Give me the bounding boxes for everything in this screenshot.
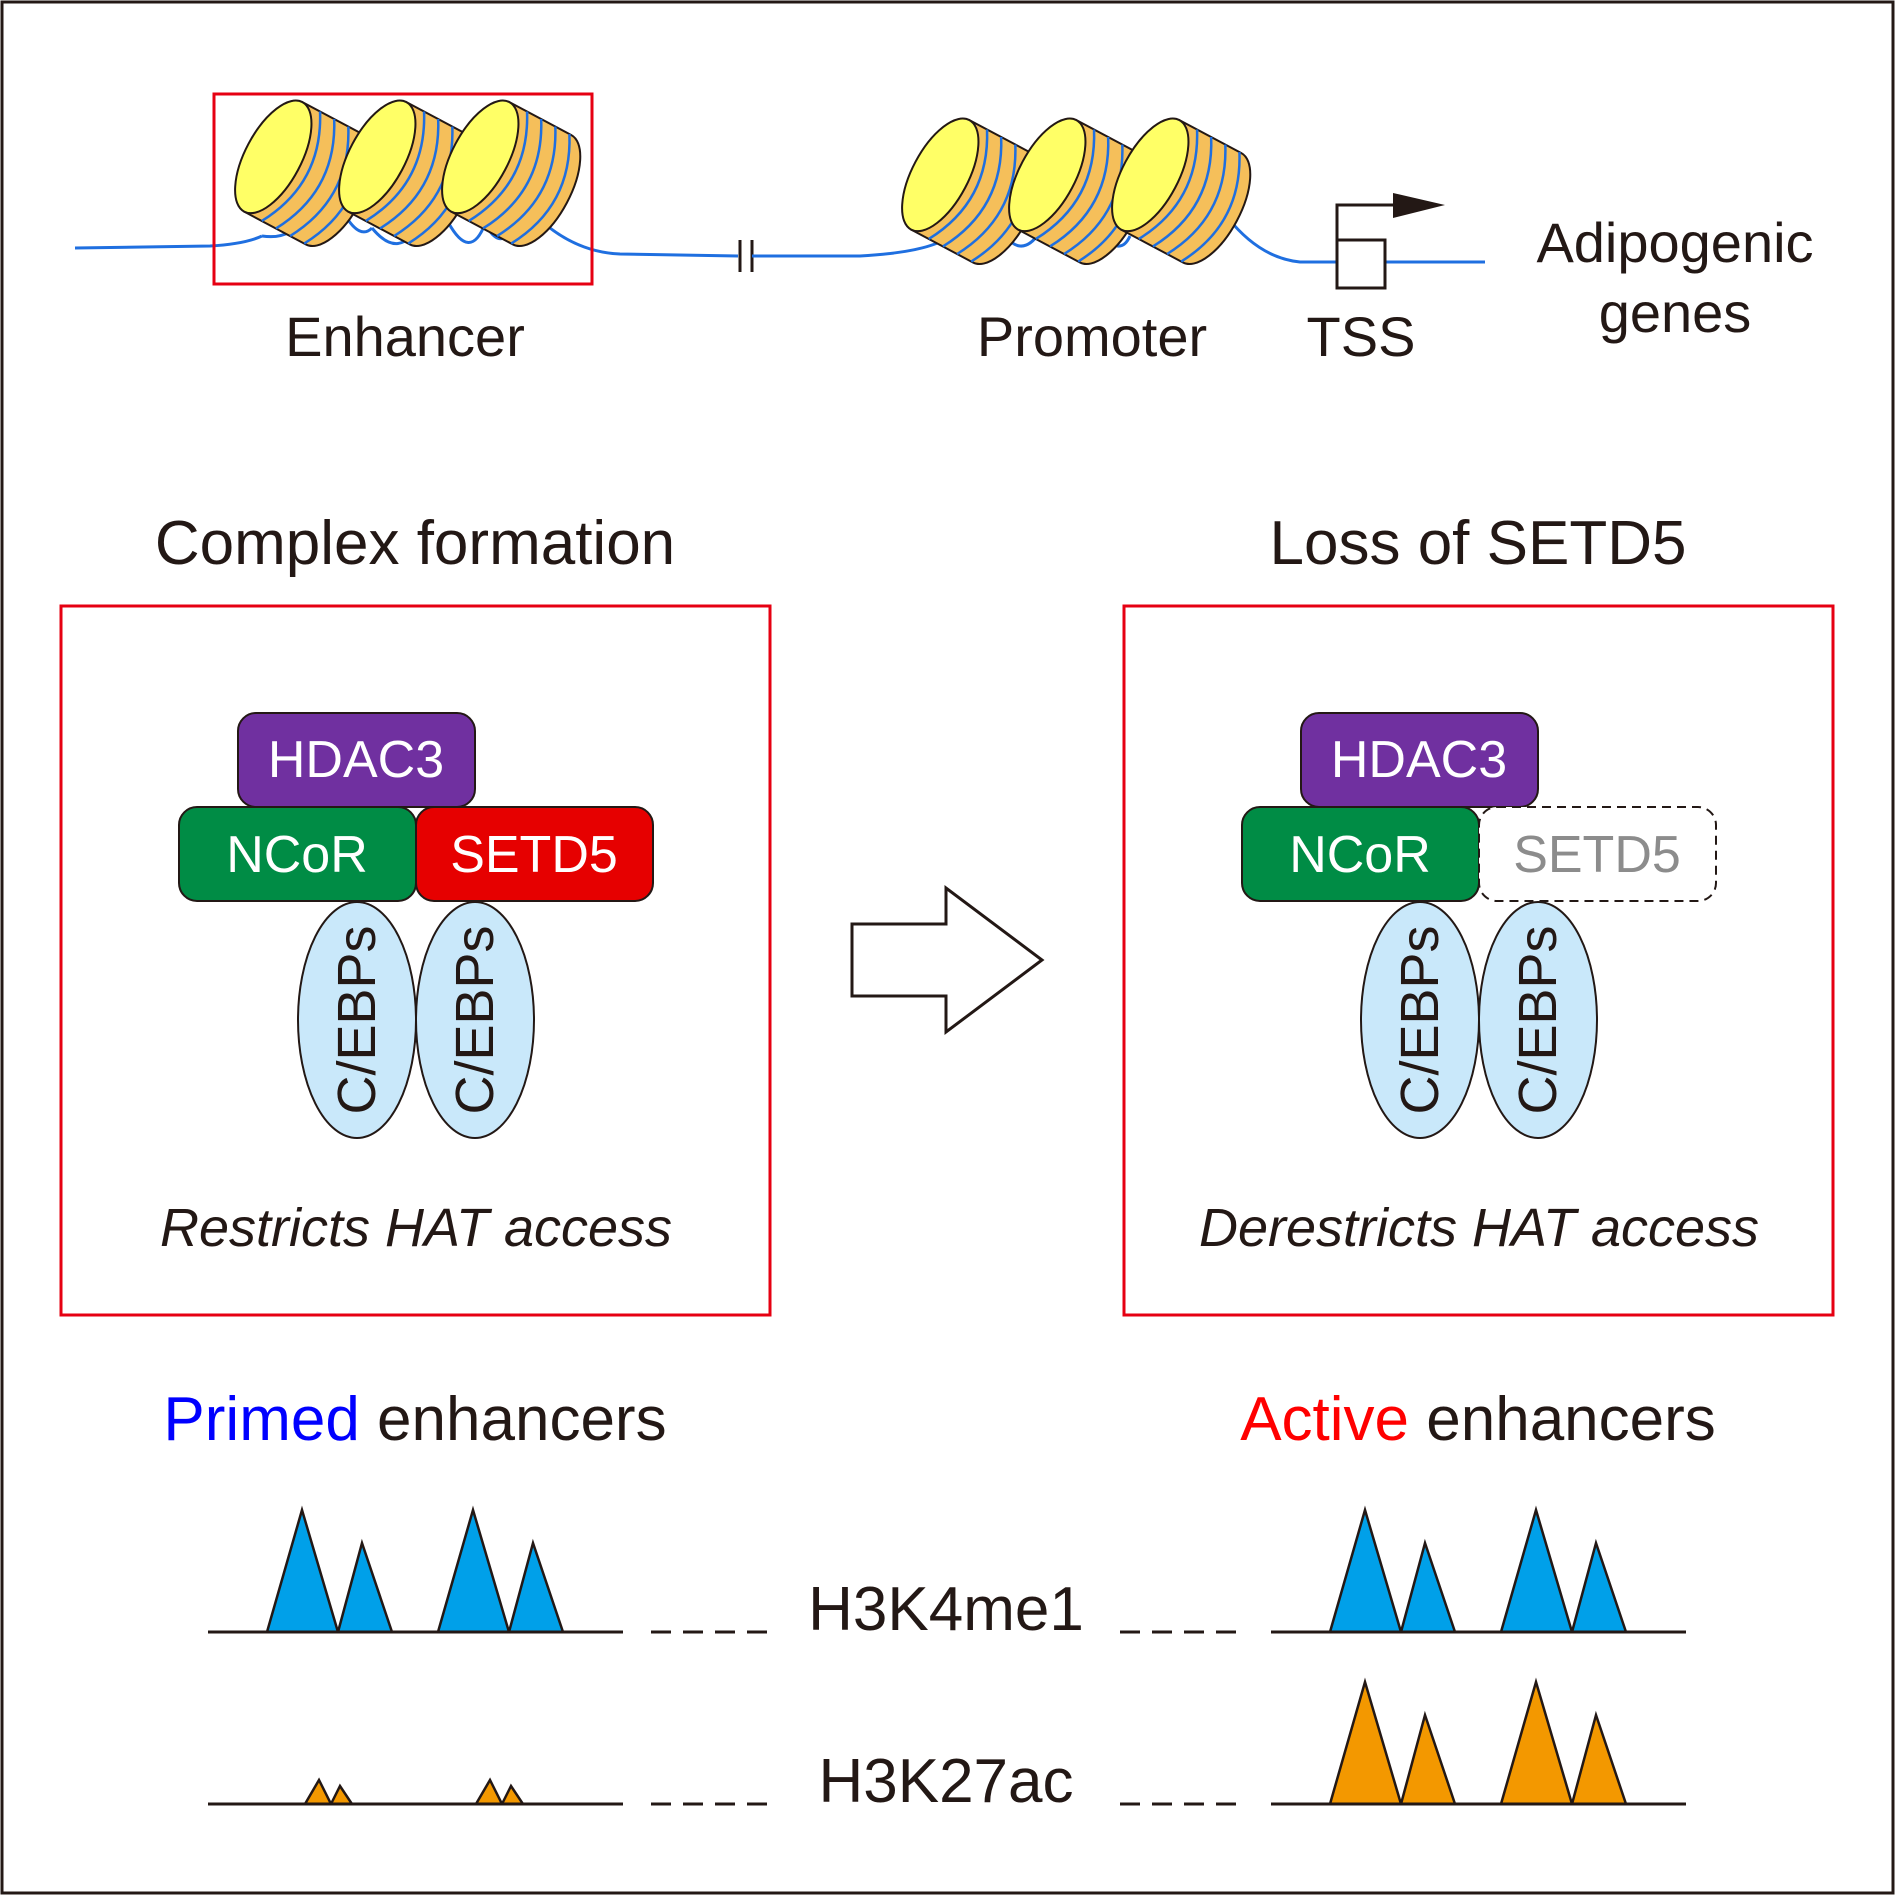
- cebp-label: C/EBPs: [445, 925, 505, 1114]
- active-word: Active: [1240, 1385, 1409, 1454]
- left-panel-frame: [59, 604, 772, 1317]
- hdac3-label: HDAC3: [268, 731, 444, 789]
- setd5-lost-label: SETD5: [1513, 826, 1681, 884]
- primed-word: Primed: [163, 1385, 359, 1454]
- left-panel-title: Complex formation: [155, 509, 675, 578]
- left-panel-caption: Restricts HAT access: [160, 1198, 672, 1258]
- tss-arrow-icon: [1335, 203, 1395, 240]
- setd5-block: [415, 806, 654, 902]
- left-panel: C/EBPs C/EBPs HDAC3 NCoR SETD5 Restricts…: [59, 604, 772, 1317]
- right-panel-title: Loss of SETD5: [1270, 509, 1687, 578]
- adipogenic-genes-label-line2: genes: [1599, 281, 1752, 344]
- h3k27ac-track: H3K27ac: [208, 1677, 1686, 1816]
- cebp-label: C/EBPs: [1390, 925, 1450, 1114]
- enhancer-highlight-box: [212, 92, 594, 286]
- h3k4me1-label: H3K4me1: [808, 1575, 1084, 1644]
- ncor-label: NCoR: [226, 826, 368, 884]
- primed-enhancers-label: Primed enhancers: [163, 1385, 666, 1454]
- promoter-label: Promoter: [977, 305, 1207, 368]
- cebp-oval: [1478, 901, 1598, 1139]
- ncor-label: NCoR: [1289, 826, 1431, 884]
- adipogenic-genes-label-line1: Adipogenic: [1536, 211, 1813, 274]
- cebp-label: C/EBPs: [1508, 925, 1568, 1114]
- right-panel-frame: [1122, 604, 1835, 1317]
- right-panel-caption: Derestricts HAT access: [1199, 1198, 1759, 1258]
- active-rest: enhancers: [1409, 1385, 1716, 1454]
- enhancer-label: Enhancer: [285, 305, 525, 368]
- tss-arrowhead-icon: [1393, 193, 1445, 218]
- active-enhancers-label: Active enhancers: [1240, 1385, 1716, 1454]
- setd5-label: SETD5: [450, 826, 618, 884]
- right-panel: C/EBPs C/EBPs HDAC3 NCoR SETD5 Derestric…: [1122, 604, 1835, 1317]
- h3k4me1-track: H3K4me1: [208, 1505, 1686, 1644]
- tss-box: [1335, 238, 1387, 290]
- tss-label: TSS: [1307, 305, 1416, 368]
- primed-rest: enhancers: [360, 1385, 667, 1454]
- h3k27ac-label: H3K27ac: [818, 1747, 1073, 1816]
- setd5-lost-block: [1478, 806, 1717, 902]
- chromatin-schematic: Enhancer Promoter TSS Adipogenic genes: [74, 87, 1814, 368]
- cebp-label: C/EBPs: [327, 925, 387, 1114]
- hdac3-label: HDAC3: [1331, 731, 1507, 789]
- transition-arrow-icon: [850, 885, 1045, 1035]
